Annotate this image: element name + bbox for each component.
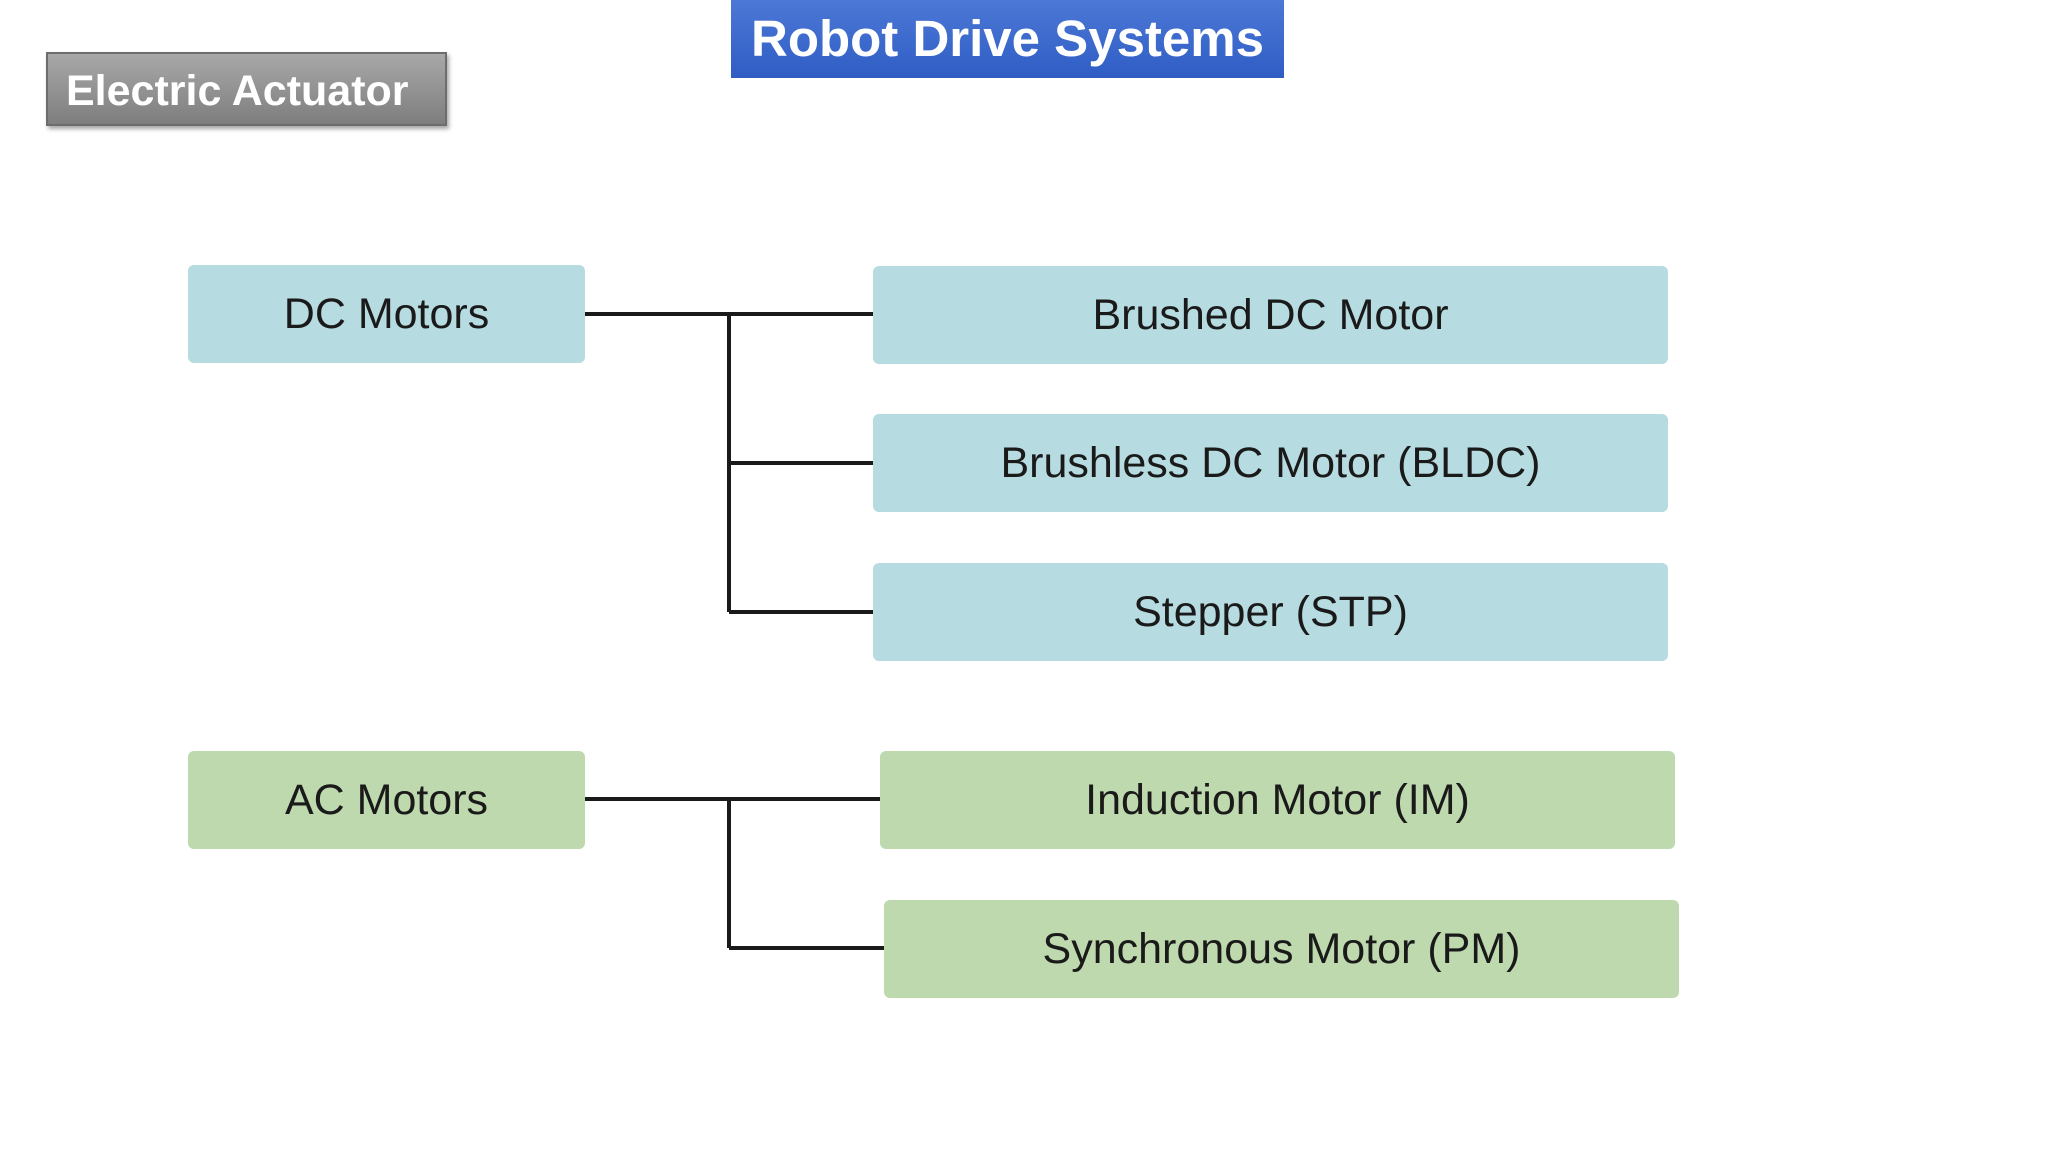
induction-motor-node: Induction Motor (IM) — [880, 751, 1675, 849]
slide-title: Robot Drive Systems — [731, 0, 1284, 78]
ac-motors-node: AC Motors — [188, 751, 585, 849]
brushless-dc-motor-node: Brushless DC Motor (BLDC) — [873, 414, 1668, 512]
brushed-dc-motor-node: Brushed DC Motor — [873, 266, 1668, 364]
synchronous-motor-node: Synchronous Motor (PM) — [884, 900, 1679, 998]
dc-motors-node: DC Motors — [188, 265, 585, 363]
ac-connector — [585, 797, 884, 950]
section-tag: Electric Actuator — [46, 52, 447, 126]
stepper-node: Stepper (STP) — [873, 563, 1668, 661]
dc-connector — [585, 312, 873, 614]
